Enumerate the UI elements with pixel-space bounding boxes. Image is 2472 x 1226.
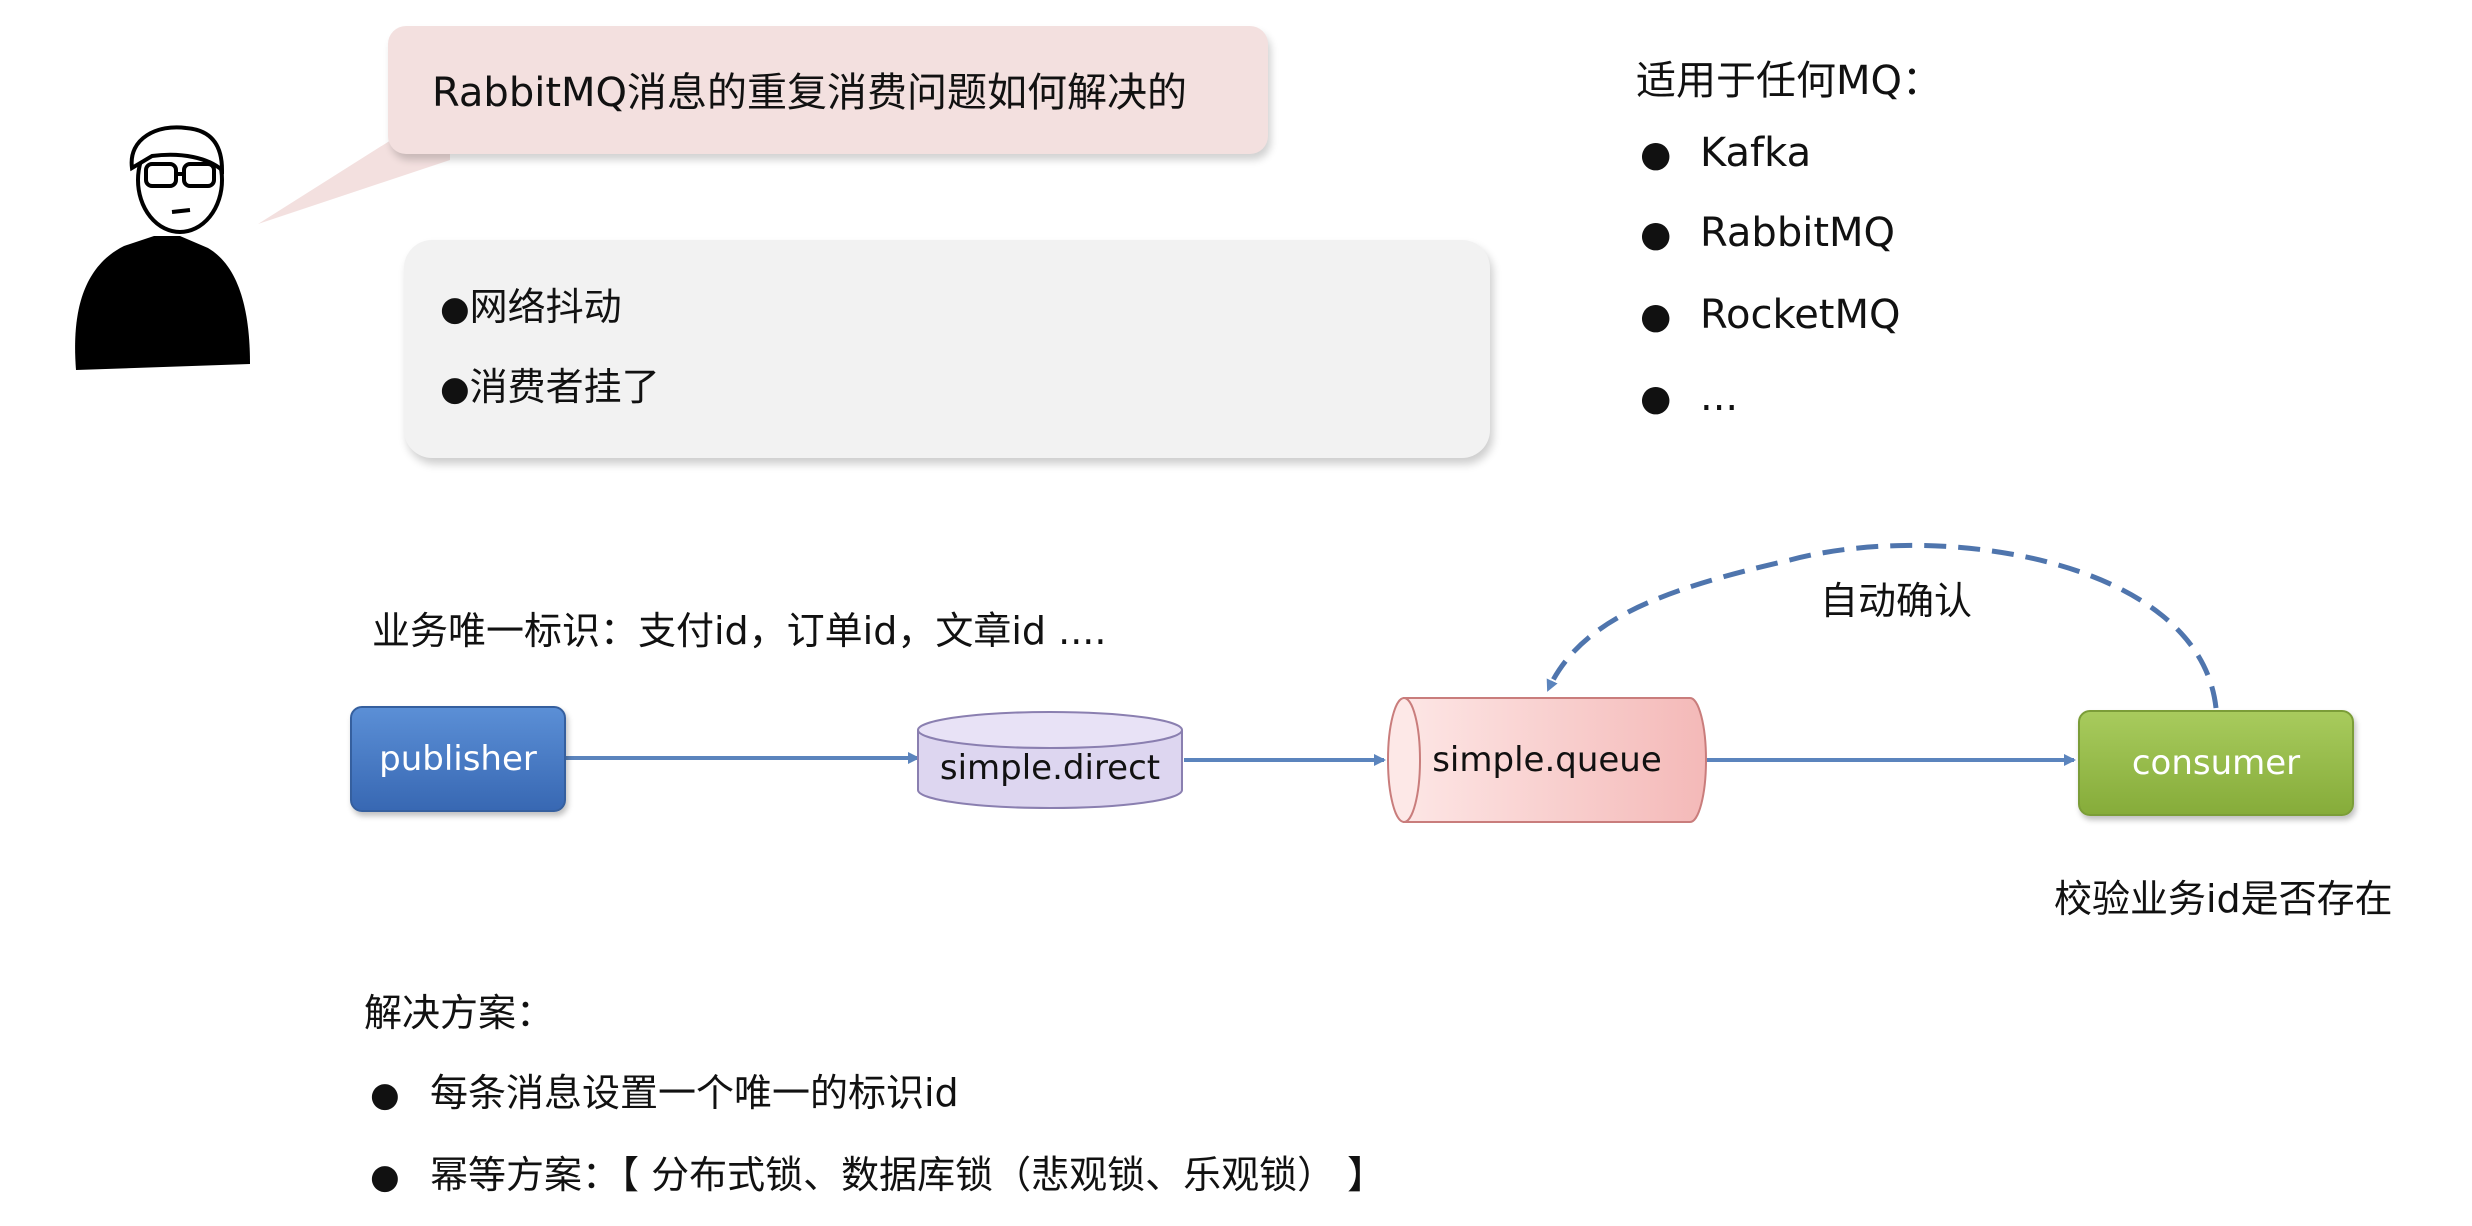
- consumer-note: 校验业务id是否存在: [2054, 877, 2393, 921]
- cause-text: 消费者挂了: [469, 365, 660, 409]
- consumer-label: consumer: [2131, 743, 2301, 783]
- auto-ack-arc: [1545, 542, 2219, 709]
- solutions-title: 解决方案：: [364, 991, 555, 1035]
- mq-list-item: ●...: [1640, 374, 1739, 420]
- consumer-box: consumer: [2078, 710, 2354, 816]
- applicable-title: 适用于任何MQ：: [1636, 58, 1942, 104]
- mq-name: ...: [1700, 374, 1739, 420]
- person-avatar-icon: [75, 125, 250, 370]
- mq-list-item: ●RocketMQ: [1640, 292, 1901, 338]
- solution-text: 幂等方案：【 分布式锁、数据库锁（悲观锁、乐观锁） 】: [430, 1153, 1386, 1197]
- auto-ack-label: 自动确认: [1820, 579, 1973, 623]
- cause-item: ●消费者挂了: [440, 365, 660, 409]
- business-id-note: 业务唯一标识：支付id，订单id，文章id ....: [372, 609, 1107, 653]
- mq-name: RocketMQ: [1700, 292, 1901, 338]
- queue-label: simple.queue: [1432, 740, 1662, 780]
- publisher-label: publisher: [379, 739, 537, 779]
- solution-text: 每条消息设置一个唯一的标识id: [430, 1071, 959, 1115]
- question-bubble: [388, 26, 1268, 154]
- solution-item: ●幂等方案：【 分布式锁、数据库锁（悲观锁、乐观锁） 】: [370, 1153, 1386, 1197]
- exchange-cylinder: [917, 711, 1183, 809]
- cause-text: 网络抖动: [469, 285, 622, 329]
- exchange-label: simple.direct: [939, 748, 1161, 788]
- mq-name: Kafka: [1700, 130, 1812, 176]
- queue-cylinder: [1387, 697, 1707, 823]
- question-text: RabbitMQ消息的重复消费问题如何解决的: [432, 70, 1187, 116]
- mq-list-item: ●RabbitMQ: [1640, 210, 1895, 256]
- causes-box: [404, 240, 1490, 458]
- cause-item: ●网络抖动: [440, 285, 622, 329]
- solution-item: ●每条消息设置一个唯一的标识id: [370, 1071, 959, 1115]
- publisher-box: publisher: [350, 706, 566, 812]
- mq-list-item: ●Kafka: [1640, 130, 1812, 176]
- mq-name: RabbitMQ: [1700, 210, 1895, 256]
